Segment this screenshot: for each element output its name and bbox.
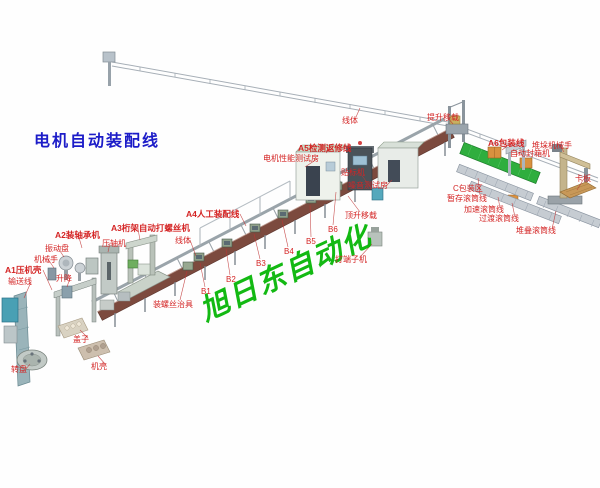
label-b5: B5 xyxy=(306,237,316,246)
label-transition-roller-line: 过渡滚筒线 xyxy=(479,214,519,223)
label-line-body-1: 线体 xyxy=(175,236,191,245)
label-terminal-crimping-machine: 打端子机 xyxy=(335,255,367,264)
label-lift-transfer-top: 提升移载 xyxy=(427,113,459,122)
pallet-board-shape xyxy=(559,181,597,199)
page-title: 电机自动装配线 xyxy=(34,133,161,150)
truss-end-tower xyxy=(102,51,116,86)
casing-tray xyxy=(77,339,111,361)
label-b2: B2 xyxy=(226,275,236,284)
label-b1: B1 xyxy=(201,287,211,296)
label-speedup-roller-line: 加速滚筒线 xyxy=(464,205,504,214)
label-motor-performance-test-room: 电机性能测试房 xyxy=(263,154,319,163)
label-c-packing-zone: C包装区 xyxy=(453,184,483,193)
label-shaft-press: 压轴机 xyxy=(102,239,126,248)
station-a3-screw-machine xyxy=(117,234,171,299)
turntable xyxy=(16,349,48,371)
labeling-machine xyxy=(371,187,384,201)
label-noise-test-room: 噪音测试房 xyxy=(348,181,388,190)
label-screw-fixture: 装螺丝治具 xyxy=(153,300,193,309)
box-sealing-machine xyxy=(505,139,527,176)
label-jackup-transfer: 顶升移载 xyxy=(345,211,377,220)
lift-transfer-tower xyxy=(445,100,469,148)
label-a3-auto-screw-machine: A3桁架自动打螺丝机 xyxy=(111,223,190,233)
label-line-body-2: 线体 xyxy=(342,116,358,125)
label-vibration-bowl: 振动盘 xyxy=(45,244,69,253)
label-a2-bearing-machine: A2装轴承机 xyxy=(55,230,100,240)
cover-tray xyxy=(57,317,89,339)
label-lifter: 升降 xyxy=(56,274,72,283)
a4-workstation-frames xyxy=(199,180,291,246)
label-buffer-roller-line: 暂存滚筒线 xyxy=(447,194,487,203)
label-b6: B6 xyxy=(328,225,338,234)
label-stacking-roller-line: 堆叠滚筒线 xyxy=(516,226,556,235)
label-palletizer-robot: 堆垛机械手 xyxy=(532,141,572,150)
label-a6-packing-line: A6包装线 xyxy=(488,138,525,148)
station-a1-press xyxy=(47,267,131,337)
overhead-truss xyxy=(111,61,599,183)
leader-lines xyxy=(23,107,584,370)
terminal-crimping-machine xyxy=(367,227,383,247)
station-shaft-press xyxy=(98,245,120,295)
label-a4-manual-assembly: A4人工装配线 xyxy=(186,209,240,219)
label-casing: 机壳 xyxy=(91,362,107,371)
label-auto-carton-sealer: 自动封箱机 xyxy=(510,149,550,158)
palletizer-robot xyxy=(547,144,591,205)
noise-test-room xyxy=(377,141,425,189)
label-a1-case-press: A1压机壳 xyxy=(5,265,42,275)
station-a2-bearing-machine xyxy=(58,255,99,281)
label-labeling-machine: 贴标机 xyxy=(341,168,365,177)
label-cover: 盖子 xyxy=(73,335,89,344)
label-b3: B3 xyxy=(256,259,266,268)
test-chamber xyxy=(346,141,374,191)
label-pallet-board: 卡板 xyxy=(575,174,591,183)
label-turntable: 转盘 xyxy=(11,365,27,374)
label-robot-arm: 机械手 xyxy=(34,255,58,264)
label-infeed-conveyor: 输送线 xyxy=(8,277,32,286)
roller-conveyors xyxy=(456,163,600,229)
label-b4: B4 xyxy=(284,247,294,256)
label-a5-test-repair-line: A5检测返修线 xyxy=(298,143,352,153)
performance-test-room xyxy=(295,144,347,201)
